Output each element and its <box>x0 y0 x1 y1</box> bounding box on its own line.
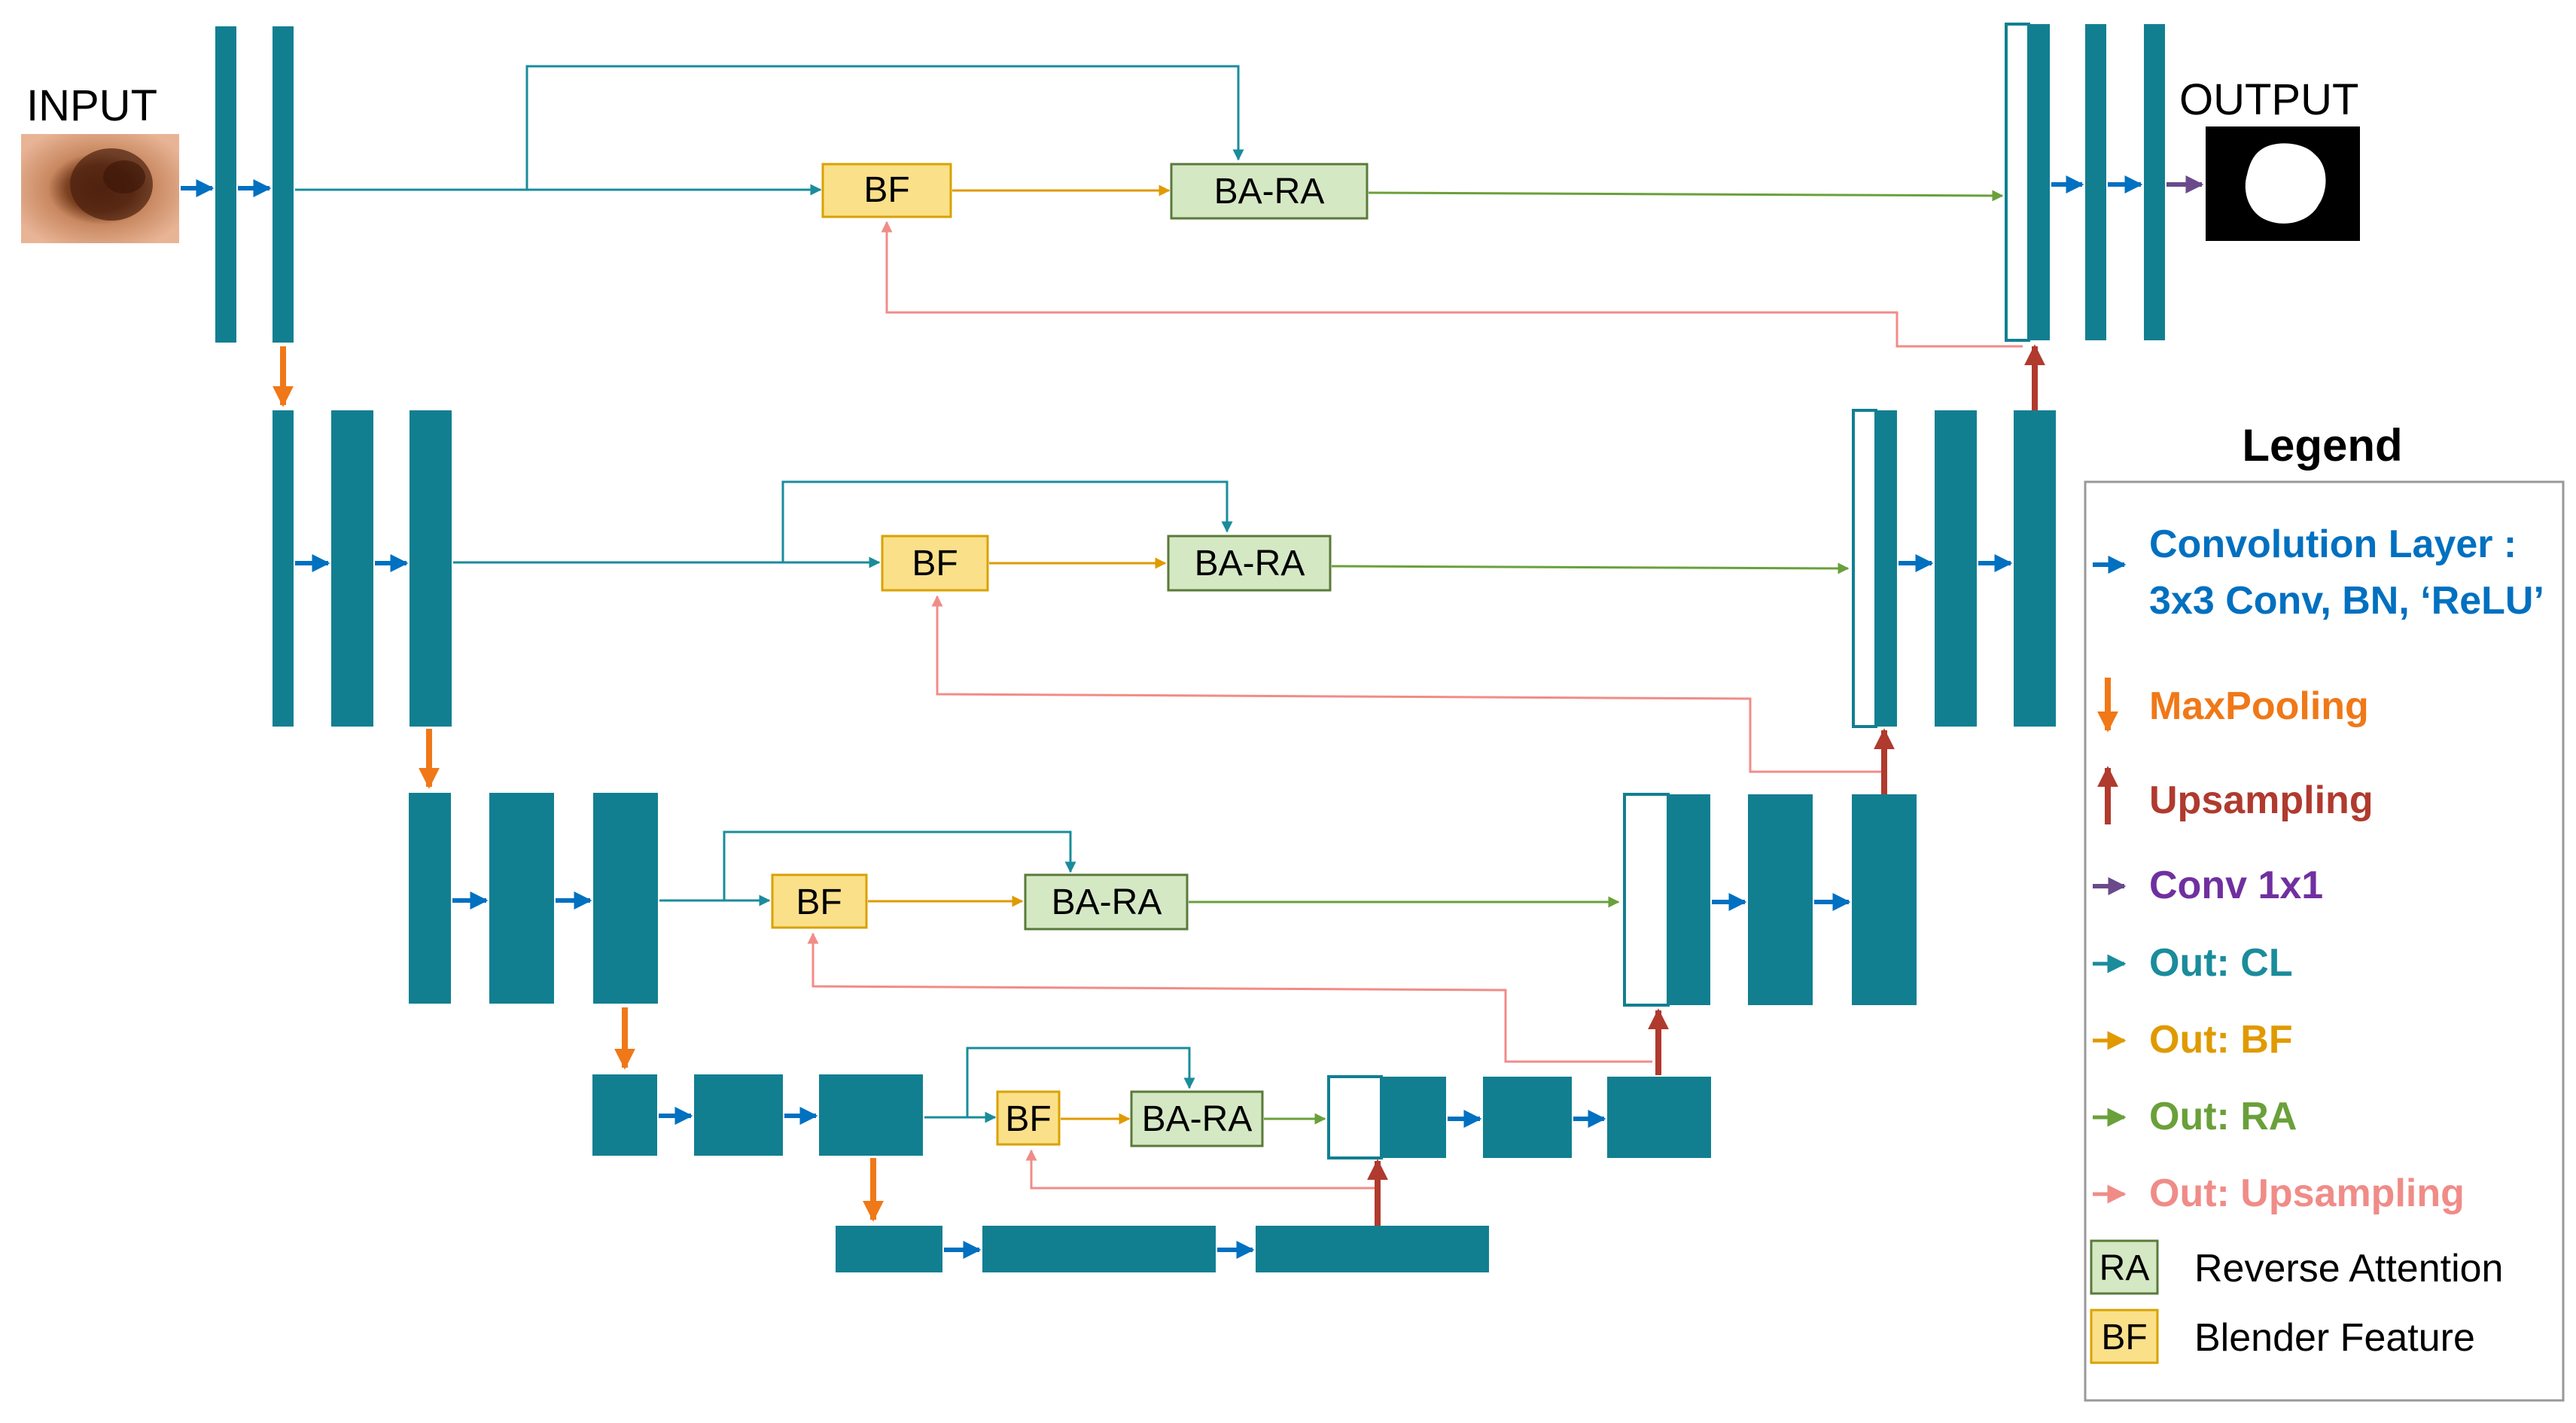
bara-to-dec-l2 <box>1331 562 1850 574</box>
up-to-bf-l2 <box>931 595 1882 773</box>
output-label: OUTPUT <box>2179 75 2358 124</box>
bf-box-l3 <box>771 873 868 929</box>
input-label: INPUT <box>26 81 157 130</box>
legend-title: Legend <box>2242 420 2402 471</box>
dec-level2-blocks <box>1852 409 2056 728</box>
legend-bf-text: Blender Feature <box>2194 1316 2475 1360</box>
bf-label-l1: BF <box>863 170 909 210</box>
bottleneck-blocks <box>836 1226 1489 1272</box>
bara-box-l2 <box>1167 535 1332 592</box>
bara-label-l3: BA-RA <box>1052 882 1162 922</box>
dec-level1-blocks <box>2005 23 2165 342</box>
bara-label-l2: BA-RA <box>1195 544 1305 584</box>
bf-box-l2 <box>881 535 989 592</box>
legend-outup-label: Out: Upsampling <box>2149 1172 2465 1215</box>
legend-outcl-label: Out: CL <box>2149 941 2293 985</box>
legend-conv-label-2: 3x3 Conv, BN, ‘ReLU’ <box>2149 579 2544 623</box>
legend-upsample-label: Upsampling <box>2149 779 2374 822</box>
cl-to-bara-l3 <box>723 830 1076 900</box>
bara-box-l3 <box>1024 873 1189 931</box>
legend-ra-swatch <box>2090 1239 2159 1295</box>
legend-maxpool-label: MaxPooling <box>2149 684 2369 728</box>
legend-box <box>2084 480 2565 1402</box>
up-to-bf-l4 <box>1025 1149 1378 1190</box>
enc-level1-blocks <box>215 26 294 343</box>
legend-outbf-label: Out: BF <box>2149 1018 2293 1062</box>
legend-bf-abbr: BF <box>2101 1318 2147 1357</box>
cl-to-bara-l1 <box>525 65 1244 190</box>
dec-level3-blocks <box>1623 793 1917 1007</box>
enc-level4-blocks <box>592 1074 923 1156</box>
bara-label-l1: BA-RA <box>1214 172 1325 212</box>
cl-to-bara-l4 <box>966 1047 1195 1117</box>
bara-box-l1 <box>1170 163 1369 220</box>
dec-level4-blocks <box>1327 1075 1711 1159</box>
legend-ra-abbr: RA <box>2099 1248 2150 1288</box>
legend-bf-swatch <box>2090 1309 2159 1364</box>
bara-to-dec-l1 <box>1368 190 2004 202</box>
input-image <box>21 134 179 243</box>
enc-level2-blocks <box>273 410 452 727</box>
enc-level3-blocks <box>409 793 658 1004</box>
cl-to-bara-l2 <box>781 480 1233 562</box>
bara-box-l4 <box>1130 1090 1264 1147</box>
legend-items: Convolution Layer : 3x3 Conv, BN, ‘ReLU’… <box>2090 523 2544 1364</box>
bf-box-l1 <box>821 163 952 218</box>
legend-conv1x1-label: Conv 1x1 <box>2149 864 2323 907</box>
legend-ra-text: Reverse Attention <box>2194 1247 2503 1290</box>
bf-label-l2: BF <box>912 544 958 584</box>
bf-label-l3: BF <box>796 882 842 922</box>
legend-outra-label: Out: RA <box>2149 1095 2297 1138</box>
legend-conv-label-1: Convolution Layer : <box>2149 523 2517 566</box>
bf-label-l4: BF <box>1005 1099 1051 1139</box>
bf-box-l4 <box>996 1090 1061 1146</box>
bara-label-l4: BA-RA <box>1142 1099 1253 1139</box>
up-to-bf-l3 <box>807 932 1652 1063</box>
up-to-bf-l1 <box>881 221 2023 348</box>
output-mask-image <box>2206 126 2360 241</box>
